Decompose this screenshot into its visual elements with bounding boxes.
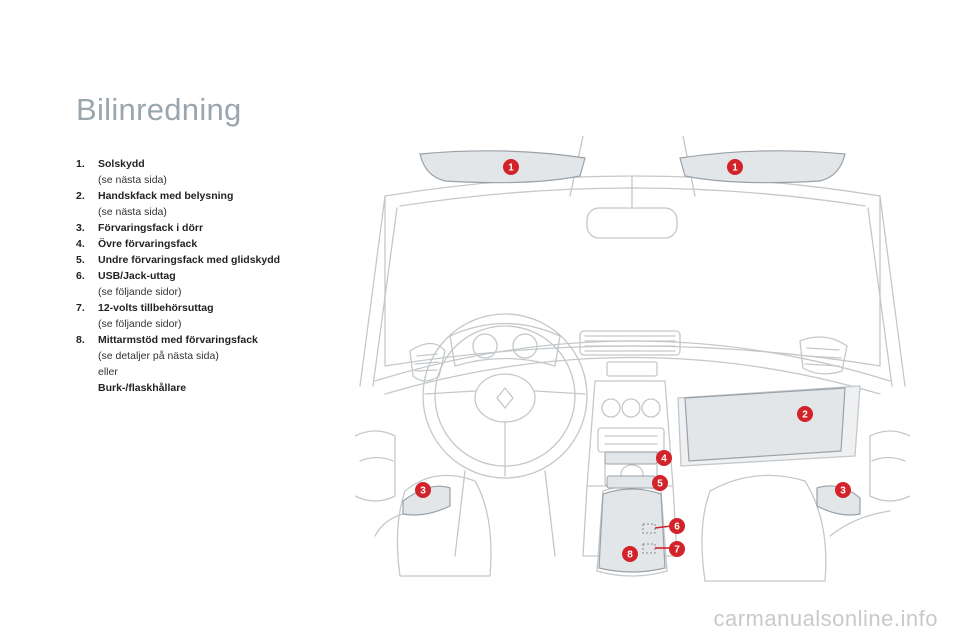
glovebox bbox=[684, 387, 846, 462]
legend-list: 1. Solskydd (se nästa sida) 2. Handskfac… bbox=[76, 156, 356, 396]
legend-number: 6. bbox=[76, 270, 85, 282]
callout-5-label: 5 bbox=[657, 479, 663, 490]
legend-note: eller bbox=[98, 366, 118, 378]
legend-item: 3. Förvaringsfack i dörr bbox=[76, 220, 356, 236]
steering-wheel bbox=[422, 313, 588, 479]
callout-4: 4 bbox=[656, 450, 672, 466]
callout-3b: 3 bbox=[835, 482, 851, 498]
callout-1a: 1 bbox=[503, 159, 519, 175]
callout-6-label: 6 bbox=[674, 522, 680, 533]
legend-item: 1. Solskydd (se nästa sida) bbox=[76, 156, 356, 188]
radio-unit bbox=[597, 427, 665, 453]
callout-3a-label: 3 bbox=[420, 486, 426, 497]
upper-storage bbox=[604, 451, 658, 465]
callout-3b-label: 3 bbox=[840, 486, 846, 497]
legend-label: Förvaringsfack i dörr bbox=[98, 222, 204, 234]
legend-item: 2. Handskfack med belysning (se nästa si… bbox=[76, 188, 356, 220]
legend-item: 6. USB/Jack-uttag (se följande sidor) bbox=[76, 268, 356, 300]
legend-label: Mittarmstöd med förvaringsfack bbox=[98, 334, 258, 346]
sun-visor-left bbox=[419, 150, 586, 184]
lower-storage bbox=[606, 475, 656, 489]
legend-label: Handskfack med belysning bbox=[98, 190, 234, 202]
legend-alt-label: Burk-/flaskhållare bbox=[98, 382, 187, 394]
callout-1a-label: 1 bbox=[508, 163, 514, 174]
rear-view-mirror bbox=[586, 207, 678, 239]
legend-number: 5. bbox=[76, 254, 85, 266]
callout-1b: 1 bbox=[727, 159, 743, 175]
legend-label: 12-volts tillbehörsuttag bbox=[98, 302, 214, 314]
legend-note: (se följande sidor) bbox=[98, 286, 182, 298]
legend-note: (se nästa sida) bbox=[98, 174, 167, 186]
callout-8-label: 8 bbox=[627, 550, 633, 561]
right-vent bbox=[799, 336, 848, 375]
callout-1b-label: 1 bbox=[732, 163, 738, 174]
legend-number: 1. bbox=[76, 158, 85, 170]
legend-number: 7. bbox=[76, 302, 85, 314]
left-vent bbox=[409, 342, 446, 382]
legend-note: (se nästa sida) bbox=[98, 206, 167, 218]
callout-7: 7 bbox=[669, 541, 685, 557]
callout-4-label: 4 bbox=[661, 454, 667, 465]
usb-socket bbox=[642, 523, 656, 534]
center-vents bbox=[579, 330, 681, 356]
legend-number: 8. bbox=[76, 334, 85, 346]
callout-7-label: 7 bbox=[674, 545, 680, 556]
legend-item: 4. Övre förvaringsfack bbox=[76, 236, 356, 252]
callout-5: 5 bbox=[652, 475, 668, 491]
legend-item: 8. Mittarmstöd med förvaringsfack (se de… bbox=[76, 332, 356, 396]
center-stack bbox=[586, 380, 674, 487]
legend-note: (se detaljer på nästa sida) bbox=[98, 350, 219, 362]
legend-label: Undre förvaringsfack med glidskydd bbox=[98, 254, 281, 266]
callout-8: 8 bbox=[622, 546, 638, 562]
instrument-cluster bbox=[449, 322, 561, 367]
callout-2: 2 bbox=[797, 406, 813, 422]
sun-visor-right bbox=[679, 150, 846, 184]
armrest-highlight bbox=[598, 488, 666, 573]
legend-label: Övre förvaringsfack bbox=[98, 238, 198, 250]
callout-3a: 3 bbox=[415, 482, 431, 498]
callout-6: 6 bbox=[669, 518, 685, 534]
legend-item: 5. Undre förvaringsfack med glidskydd bbox=[76, 252, 356, 268]
legend-number: 4. bbox=[76, 238, 85, 250]
callout-2-label: 2 bbox=[802, 410, 808, 421]
watermark: carmanualsonline.info bbox=[713, 606, 938, 631]
page-title: Bilinredning bbox=[76, 92, 242, 127]
legend-note: (se följande sidor) bbox=[98, 318, 182, 330]
legend-label: USB/Jack-uttag bbox=[98, 270, 176, 282]
legend-item: 7. 12-volts tillbehörsuttag (se följande… bbox=[76, 300, 356, 332]
legend-number: 2. bbox=[76, 190, 85, 202]
car-interior-illustration: 1 1 2 3 3 4 5 6 7 8 bbox=[355, 136, 910, 582]
right-seat bbox=[701, 474, 827, 582]
legend-label: Solskydd bbox=[98, 158, 145, 170]
legend-number: 3. bbox=[76, 222, 85, 234]
left-seat bbox=[396, 474, 492, 577]
